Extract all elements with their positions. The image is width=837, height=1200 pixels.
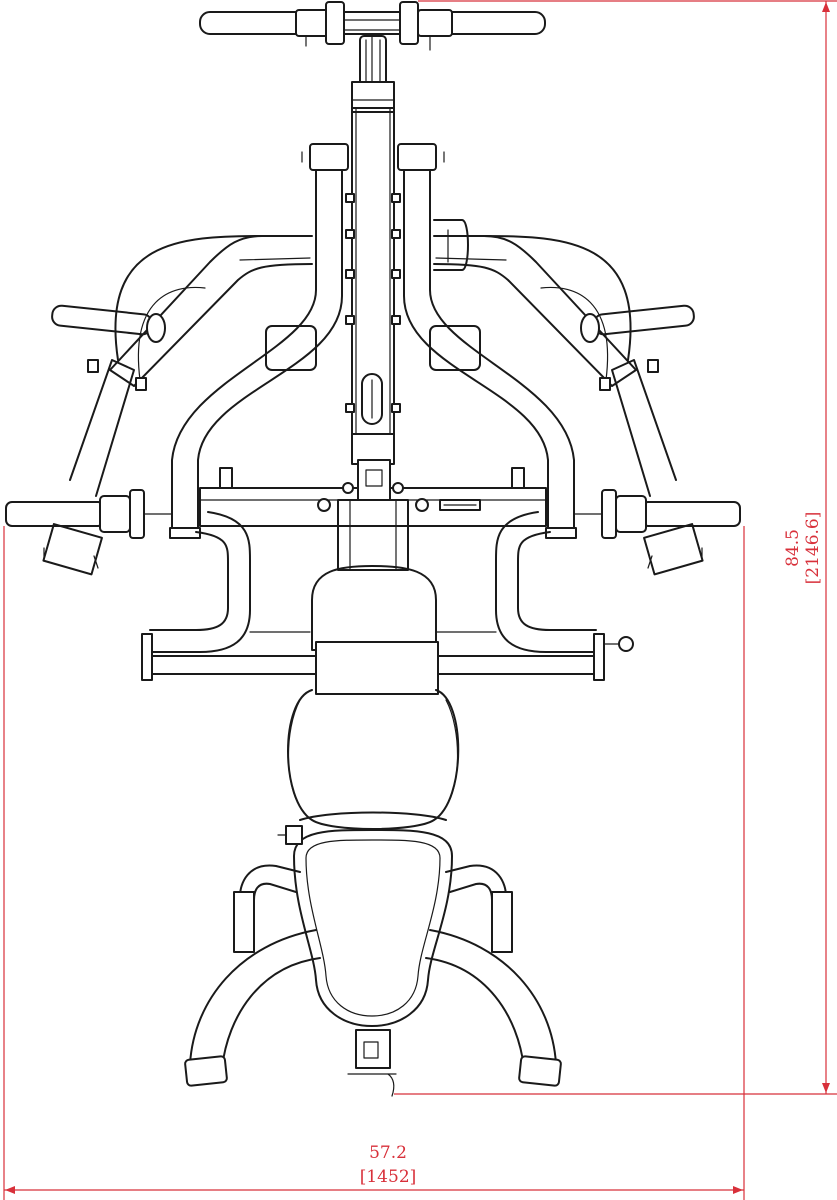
central-column [345, 107, 401, 439]
depth-dimension-inches: 84.5 [783, 529, 803, 567]
back-rest-pad [287, 565, 460, 830]
depth-dimension-mm: [2146.6] [803, 512, 823, 585]
pulley-assembly [351, 35, 395, 113]
right-lever-arm [433, 235, 704, 576]
front-base-legs [184, 864, 562, 1097]
seat-pad [277, 811, 453, 1027]
main-uprights [169, 169, 577, 539]
left-lever-arm [42, 235, 313, 576]
upper-frame-caps [301, 143, 445, 171]
mid-crossbar [199, 467, 547, 527]
width-dimension-mm: [1452] [360, 1167, 417, 1187]
width-dimension-inches: 57.2 [369, 1143, 407, 1163]
weight-horns [51, 304, 695, 343]
seat-carriage [337, 433, 409, 571]
top-handle-bar [199, 1, 546, 51]
side-handle-bars [5, 489, 741, 539]
dimension-lines [3, 0, 837, 1200]
back-pads [265, 219, 481, 371]
